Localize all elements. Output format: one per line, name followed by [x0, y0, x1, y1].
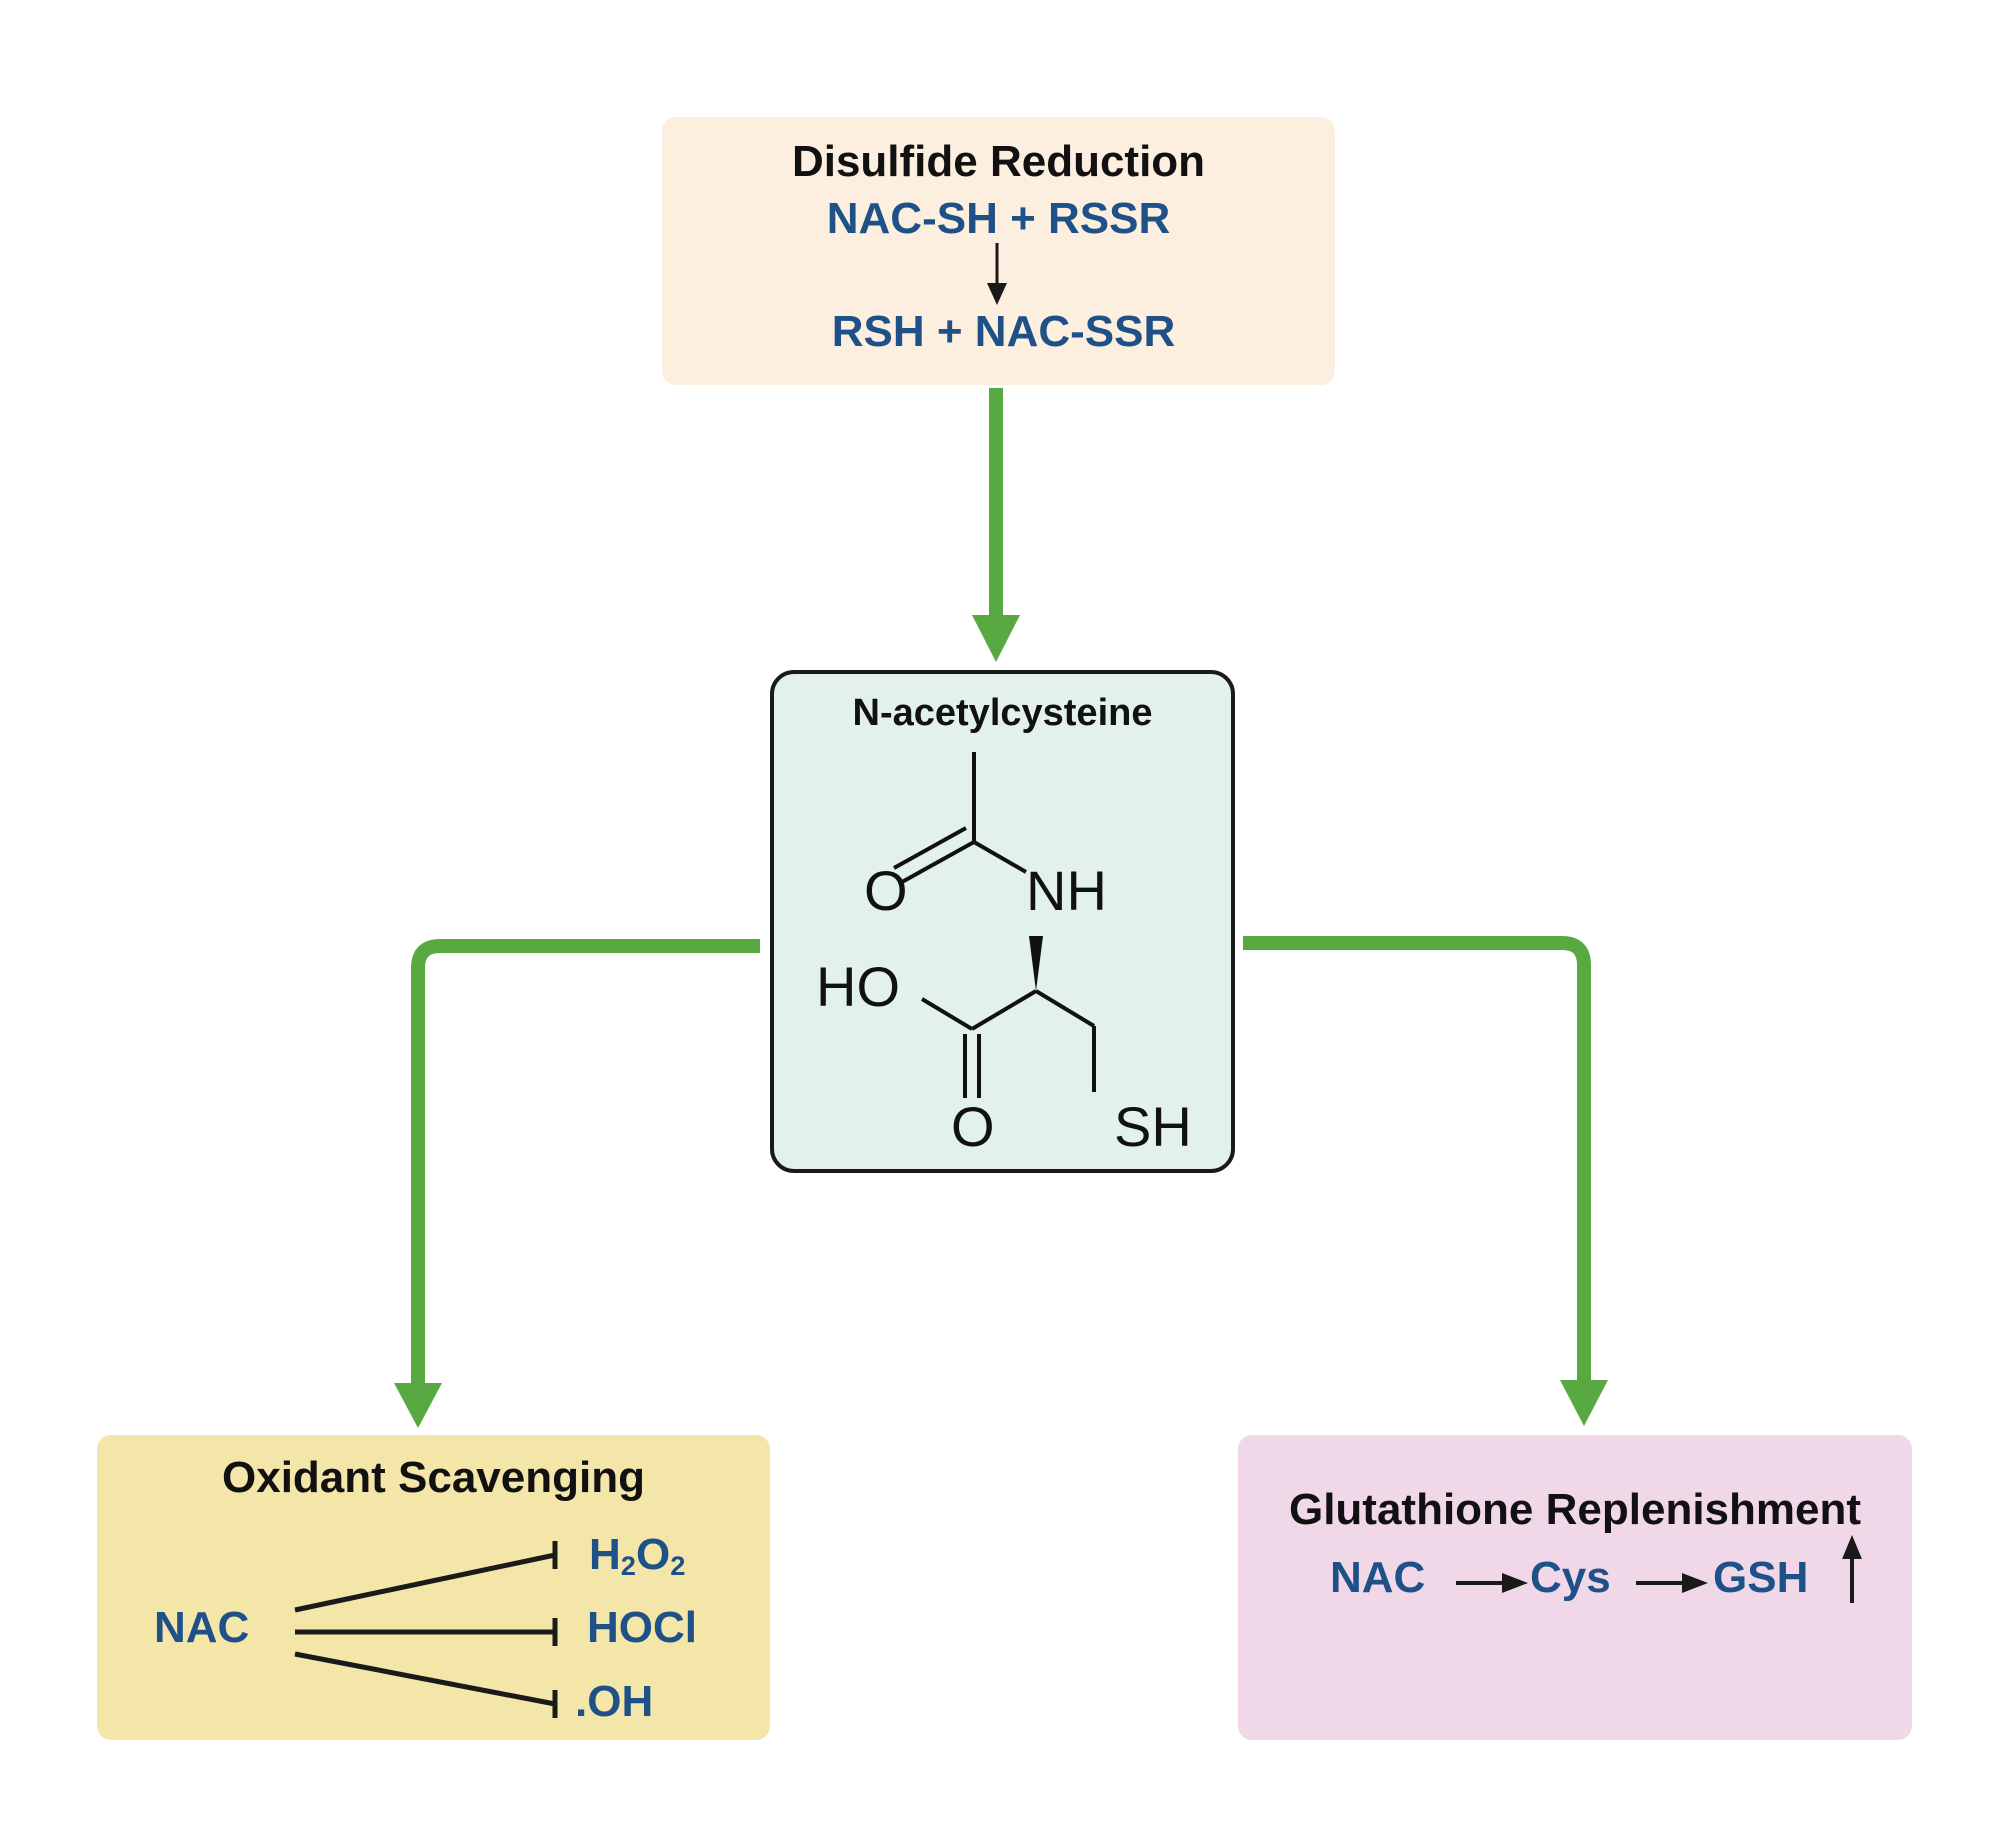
inhibit-line-h2o2 — [294, 1552, 556, 1613]
atom-nh: NH — [1026, 859, 1107, 922]
oxidant-source-nac: NAC — [154, 1603, 250, 1652]
atom-sh: SH — [1114, 1095, 1192, 1158]
oxidant-scavenging-box: Oxidant Scavenging NAC H2O2 HOCl .OH — [97, 1435, 770, 1740]
atom-ho: HO — [816, 955, 900, 1018]
step-cys: Cys — [1530, 1553, 1611, 1602]
h2o2-h: H — [589, 1530, 621, 1579]
arrowhead-nac — [972, 615, 1020, 662]
wedge-bond — [1029, 936, 1043, 991]
oxidant-title: Oxidant Scavenging — [222, 1453, 645, 1502]
flow-arrows — [394, 388, 1608, 1428]
nac-structure-box: N-acetylcysteine O NH HO O SH — [770, 670, 1235, 1173]
h2o2-sub-2: 2 — [670, 1550, 686, 1581]
right-arrow-icon — [1636, 1573, 1708, 1593]
disulfide-title: Disulfide Reduction — [791, 137, 1206, 186]
up-arrow-icon — [1842, 1535, 1862, 1603]
nac-structure: O NH HO O SH — [816, 752, 1192, 1158]
nac-title: N-acetylcysteine — [852, 692, 1153, 734]
arrow-nac-to-oxidant — [411, 939, 760, 1390]
arrowhead-oxidant — [394, 1383, 442, 1428]
arrow-nac-to-glutathione — [1243, 936, 1591, 1385]
atom-o-carbonyl: O — [864, 859, 908, 922]
glutathione-replenishment-box: Glutathione Replenishment NAC Cys GSH — [1238, 1435, 1912, 1740]
disulfide-reduction-box: Disulfide Reduction NAC-SH + RSSR RSH + … — [662, 117, 1335, 385]
h2o2-o: O — [635, 1530, 671, 1579]
inhibition-lines — [294, 1541, 558, 1718]
target-hydroxyl: .OH — [575, 1677, 654, 1726]
right-arrow-icon — [1456, 1573, 1528, 1593]
structure-bonds — [893, 752, 1096, 1098]
target-hocl: HOCl — [587, 1603, 697, 1652]
inhibit-line-hydroxyl — [294, 1651, 556, 1707]
step-gsh: GSH — [1713, 1553, 1809, 1602]
disulfide-reactants: NAC-SH + RSSR — [826, 194, 1171, 243]
step-nac: NAC — [1330, 1553, 1426, 1602]
arrowhead-glutathione — [1560, 1380, 1608, 1426]
atom-o-acid: O — [951, 1095, 995, 1158]
h2o2-sub-1: 2 — [620, 1550, 636, 1581]
glutathione-title: Glutathione Replenishment — [1288, 1485, 1862, 1534]
target-h2o2: H2O2 — [589, 1530, 685, 1582]
down-arrow-icon — [987, 243, 1007, 305]
disulfide-products: RSH + NAC-SSR — [831, 307, 1176, 356]
